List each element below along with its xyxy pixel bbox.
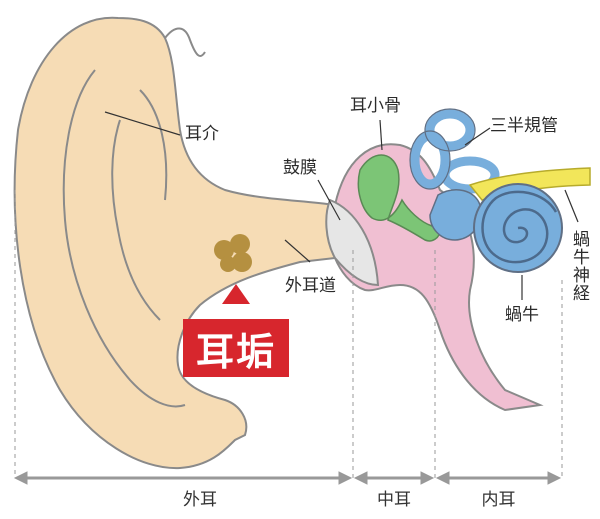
earwax-pointer	[222, 284, 250, 304]
semicircular-canal-2	[410, 131, 450, 189]
leader-ossicles	[379, 119, 383, 151]
auricle-fold-outer	[62, 69, 186, 408]
label-ear-canal: 外耳道	[285, 276, 336, 296]
helix-tip	[164, 27, 206, 57]
semicircular-canal-3	[440, 156, 500, 194]
vestibule-shape	[429, 189, 482, 241]
leader-semicircular	[464, 127, 491, 146]
earwax-badge: 耳垢	[183, 319, 289, 377]
leader-auricle	[104, 111, 181, 136]
ossicles-shape	[357, 154, 441, 242]
range-arrows	[13, 471, 562, 485]
earwax-blob-2	[230, 234, 250, 254]
leader-nerve	[564, 189, 579, 223]
earwax-blob-4	[220, 256, 236, 272]
region-inner: 内耳	[481, 490, 516, 510]
label-auricle: 耳介	[185, 124, 219, 144]
region-middle: 中耳	[377, 490, 411, 510]
semicircular-outline-2	[409, 130, 451, 190]
leader-eardrum	[317, 179, 341, 221]
leader-canal	[284, 239, 311, 263]
label-eardrum: 鼓膜	[283, 158, 317, 178]
auricle-shape	[13, 16, 336, 470]
auricle-fold-inner	[111, 119, 161, 321]
label-semicircular-canals: 三半規管	[490, 116, 558, 136]
earwax-blob-3	[232, 252, 252, 272]
semicircular-canal-1	[425, 109, 475, 151]
label-cochlea: 蝸牛	[505, 305, 539, 325]
auricle-fold-curl	[139, 89, 168, 201]
label-ossicles: 耳小骨	[350, 96, 401, 116]
label-cochlear-nerve: 蝸牛神経	[569, 230, 589, 302]
semicircular-outline-1	[424, 108, 476, 152]
earwax-blob-1	[214, 240, 234, 260]
cochlea-spiral	[481, 190, 558, 264]
eardrum-shape	[325, 198, 380, 287]
region-outer: 外耳	[183, 490, 217, 510]
